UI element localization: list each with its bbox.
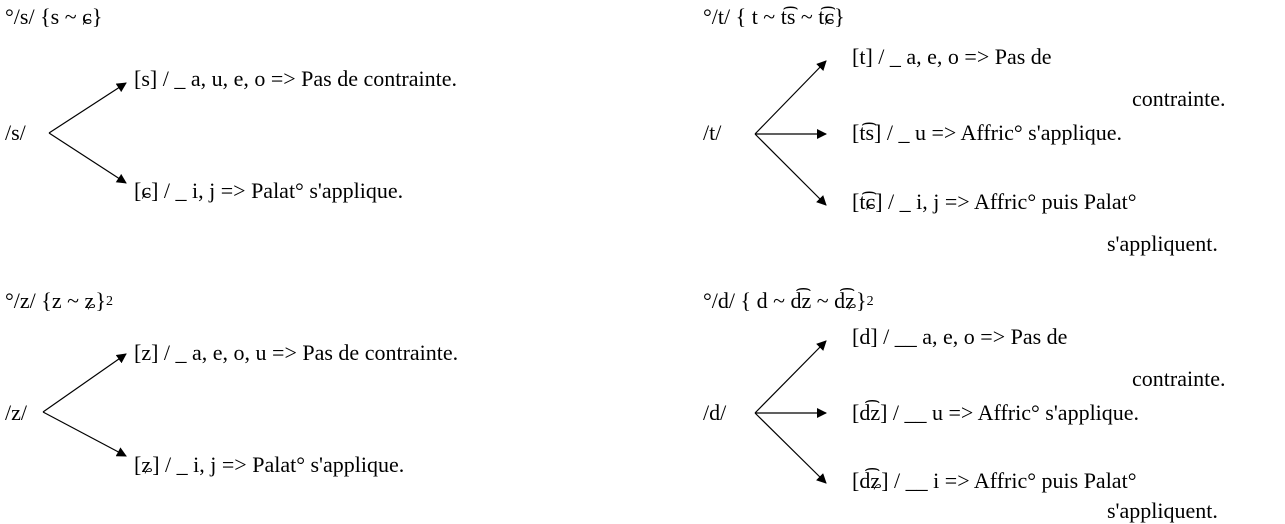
z-header: °/z/ {z ~ ʑ}2 bbox=[5, 288, 113, 313]
z-arrows bbox=[42, 353, 127, 457]
d-rule-3-cont: s'appliquent. bbox=[1107, 498, 1218, 523]
d-rule-1-cont: contrainte. bbox=[1132, 366, 1226, 391]
d-rule-2: [d͡z] / __ u => Affric° s'applique. bbox=[852, 400, 1140, 425]
s-rule-2: [ɕ] / _ i, j => Palat° s'applique. bbox=[134, 178, 404, 203]
t-arrows bbox=[754, 60, 827, 206]
d-rule-3: [d͡ʑ] / __ i => Affric° puis Palat° bbox=[852, 468, 1137, 493]
z-base: /z/ bbox=[5, 400, 27, 425]
z-rule-2: [ʑ] / _ i, j => Palat° s'applique. bbox=[134, 452, 405, 477]
t-rule-1: [t] / _ a, e, o => Pas de bbox=[852, 44, 1052, 69]
d-base: /d/ bbox=[703, 400, 727, 425]
z-arrow-up bbox=[42, 353, 127, 413]
d-arrow-up bbox=[754, 340, 827, 414]
s-header: °/s/ {s ~ ɕ} bbox=[5, 4, 103, 29]
t-base: /t/ bbox=[703, 120, 722, 145]
t-rule-1-cont: contrainte. bbox=[1132, 86, 1226, 111]
d-header: °/d/ { d ~ d͡z ~ d͡ʑ}2 bbox=[703, 288, 874, 313]
t-header: °/t/ { t ~ t͡s ~ t͡ɕ} bbox=[703, 4, 845, 29]
s-arrows bbox=[48, 82, 127, 184]
d-arrows bbox=[754, 340, 827, 484]
d-arrow-down bbox=[754, 412, 827, 484]
z-rule-1: [z] / _ a, e, o, u => Pas de contrainte. bbox=[134, 340, 459, 365]
d-rule-1: [d] / __ a, e, o => Pas de bbox=[852, 324, 1068, 349]
s-rule-1: [s] / _ a, u, e, o => Pas de contrainte. bbox=[134, 66, 457, 91]
s-base: /s/ bbox=[5, 120, 26, 145]
t-rule-3-cont: s'appliquent. bbox=[1107, 231, 1218, 256]
t-arrow-up bbox=[754, 60, 827, 135]
t-rule-2: [t͡s] / _ u => Affric° s'applique. bbox=[852, 120, 1122, 145]
z-arrow-down bbox=[42, 411, 127, 457]
s-arrow-down bbox=[48, 132, 127, 184]
t-arrow-down bbox=[754, 133, 827, 206]
s-arrow-up bbox=[48, 82, 127, 134]
t-rule-3: [t͡ɕ] / _ i, j => Affric° puis Palat° bbox=[852, 189, 1137, 214]
